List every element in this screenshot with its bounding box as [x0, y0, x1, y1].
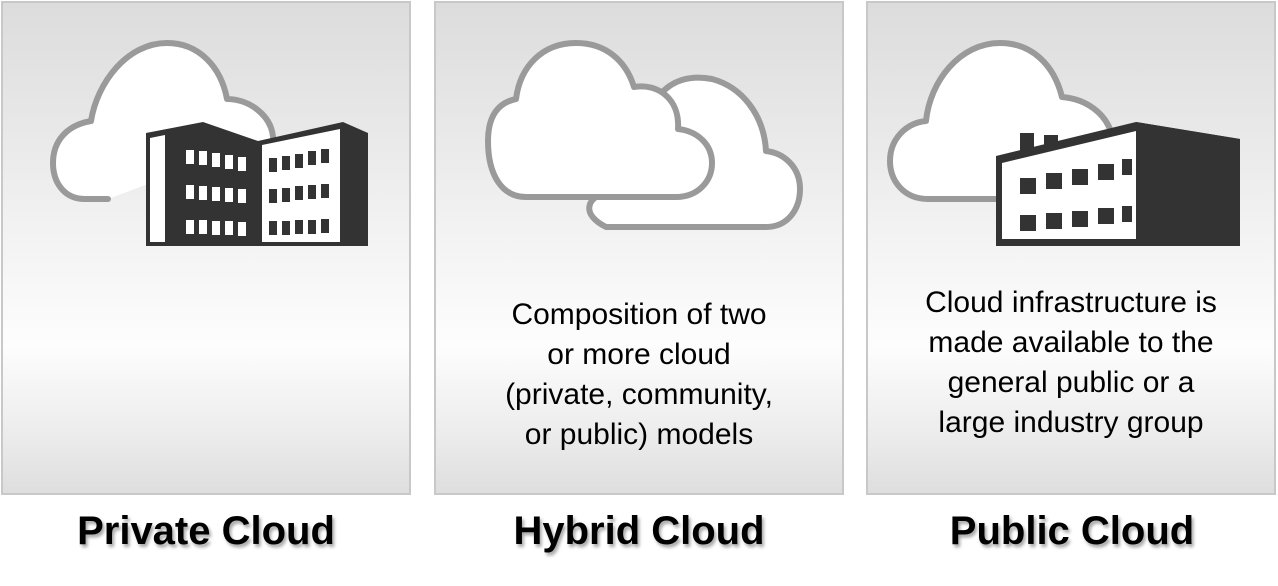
hybrid-cloud-panel: Composition of two or more cloud (privat… — [434, 1, 844, 495]
description-line: or more cloud — [547, 338, 731, 371]
hybrid-cloud-description: Composition of two or more cloud (privat… — [456, 295, 822, 455]
public-cloud-illustration — [887, 40, 1240, 246]
description-line: Composition of two — [511, 298, 767, 331]
public-cloud-panel: Cloud infrastructure is made available t… — [866, 1, 1276, 495]
hybrid-cloud-label: Hybrid Cloud — [513, 509, 765, 553]
public-cloud-description: Cloud infrastructure is made available t… — [888, 283, 1254, 443]
private-cloud-panel — [1, 1, 411, 495]
public-cloud-label: Public Cloud — [949, 509, 1195, 553]
private-cloud-label: Private Cloud — [77, 509, 335, 553]
description-line: (private, community, — [505, 378, 773, 411]
private-cloud-illustration — [50, 40, 368, 246]
description-line: large industry group — [938, 406, 1204, 439]
factory-building-icon — [996, 122, 1240, 246]
cloud-icon — [50, 40, 276, 202]
description-line: general public or a — [947, 366, 1195, 399]
description-line: Cloud infrastructure is — [925, 286, 1217, 319]
description-line: made available to the — [928, 326, 1214, 359]
office-building-icon — [146, 122, 368, 246]
overlapping-clouds-icon — [485, 40, 803, 230]
description-line: or public) models — [524, 418, 754, 451]
